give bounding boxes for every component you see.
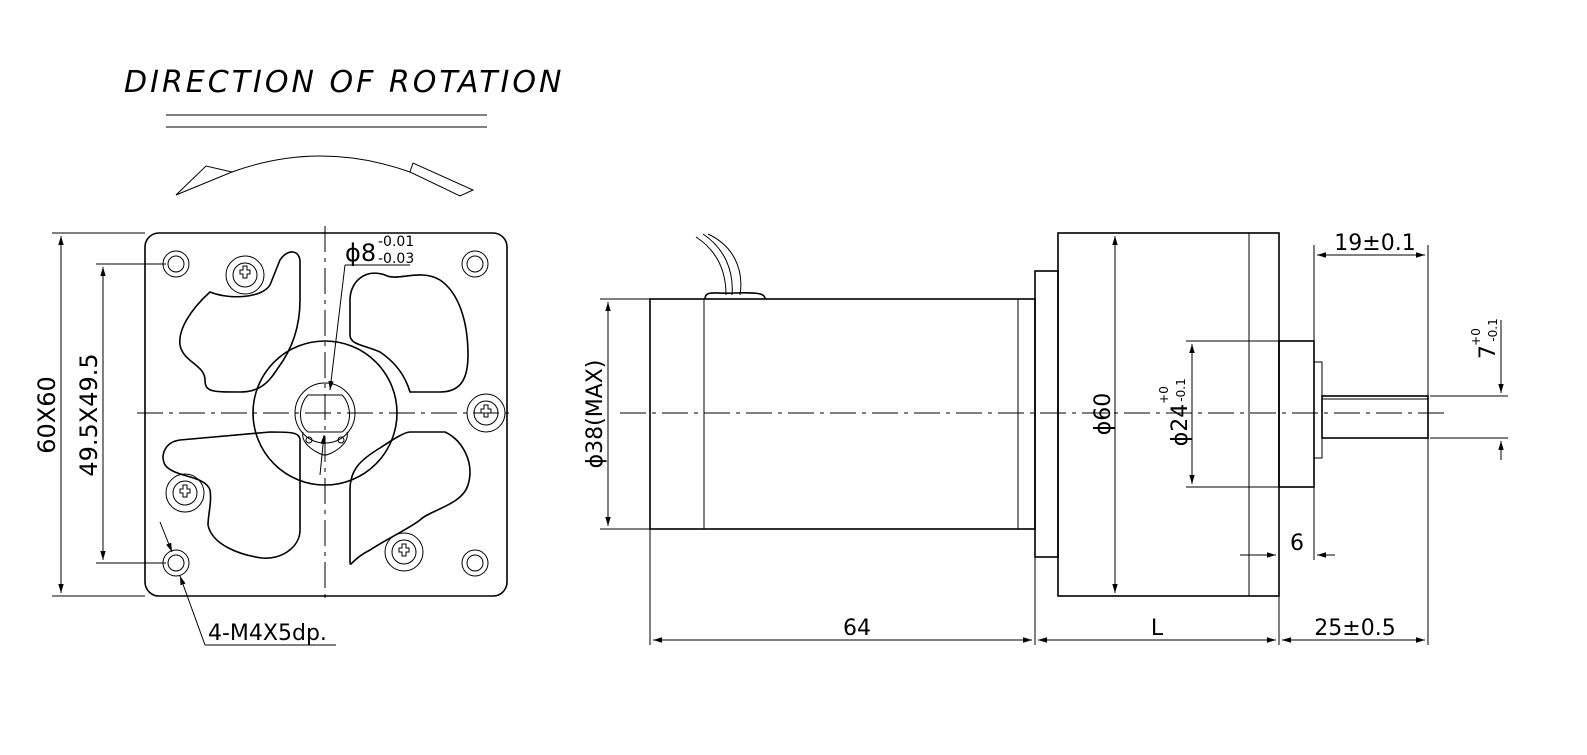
shaft-flat-length-label: 19±0.1 — [1334, 231, 1415, 256]
gearbox-diameter-label: ϕ60 — [1091, 393, 1116, 436]
side-view: ϕ38(MAX) ϕ60 ϕ24 +0 -0.1 64 L 25±0.5 6 1… — [583, 231, 1508, 645]
shaft-section — [300, 394, 350, 433]
output-shaft — [1321, 395, 1429, 439]
holes-note-label: 4-M4X5dp. — [208, 621, 327, 646]
hole-spacing-label: 49.5X49.5 — [75, 353, 103, 476]
pilot-tolerance-lower: -0.1 — [1174, 378, 1188, 401]
motor-body — [649, 298, 1036, 530]
front-view: 60X60 49.5X49.5 ϕ8 -0.01 -0.03 4-M4X5dp. — [33, 226, 515, 646]
flange-cutouts — [162, 251, 471, 565]
pilot-tolerance-upper: +0 — [1157, 386, 1171, 404]
mounting-hole-icon — [162, 250, 489, 577]
shaft-tolerance-upper: -0.01 — [378, 234, 414, 250]
wire-leads — [695, 233, 742, 296]
wire-grommet — [704, 291, 766, 300]
adapter-flange — [1034, 270, 1059, 558]
pilot-boss — [1278, 340, 1315, 488]
screw-icon — [165, 255, 506, 572]
rotation-section: DIRECTION OF ROTATION — [124, 65, 564, 197]
flange-outline — [144, 232, 508, 597]
pilot-diameter-label: ϕ24 — [1168, 404, 1193, 447]
rotation-arrow-icon — [175, 155, 475, 197]
page-title: DIRECTION OF ROTATION — [124, 65, 564, 100]
outer-size-label: 60X60 — [33, 376, 61, 454]
shaft-flat-tolerance-lower: -0.1 — [1486, 318, 1500, 341]
pilot-height-label: 6 — [1290, 531, 1304, 556]
shaft-flat-tolerance-upper: +0 — [1469, 328, 1483, 346]
gearbox-boss — [252, 340, 398, 486]
shaft-tolerance-lower: -0.03 — [378, 251, 414, 267]
shaft-length-label: 25±0.5 — [1314, 616, 1395, 641]
motor-diameter-label: ϕ38(MAX) — [583, 360, 608, 469]
motor-length-label: 64 — [843, 616, 871, 641]
gearbox-length-label: L — [1151, 616, 1164, 641]
shaft-diameter-label: ϕ8 — [345, 239, 376, 267]
shaft-flat-label: 7 — [1476, 345, 1501, 359]
